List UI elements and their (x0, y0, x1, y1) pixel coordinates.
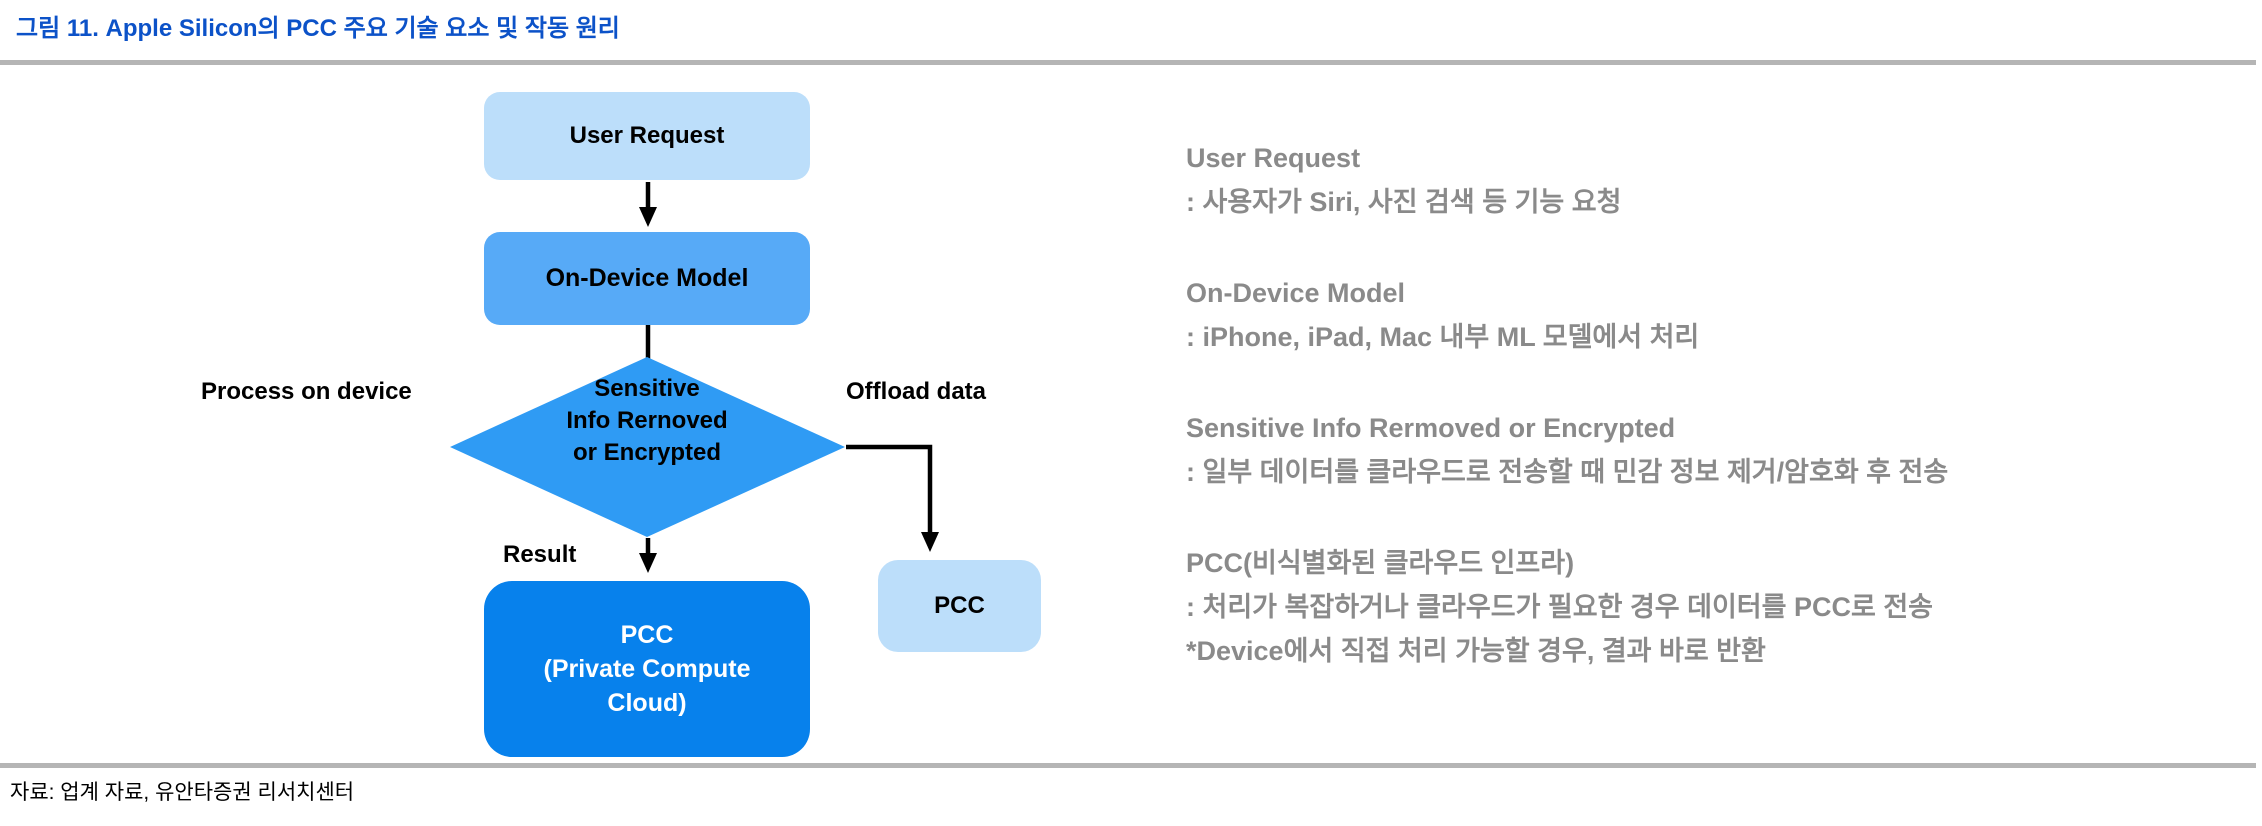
panel-block-pcc: PCC(비식별화된 클라우드 인프라) : 처리가 복잡하거나 클라우드가 필요… (1186, 541, 2226, 673)
panel-block-line: : 처리가 복잡하거나 클라우드가 필요한 경우 데이터를 PCC로 전송 (1186, 592, 1934, 622)
node-pcc-main: PCC (Private Compute Cloud) (484, 581, 810, 757)
top-divider (0, 60, 2256, 65)
panel-block-title: User Request (1186, 143, 1361, 173)
pcc-main-line-1: PCC (620, 621, 674, 649)
arrow-decision-to-pcc-small (846, 444, 939, 552)
node-on-device-model: On-Device Model (484, 232, 810, 325)
decision-line-2: Info Rernoved (566, 407, 728, 434)
panel-block-title: On-Device Model (1186, 278, 1406, 308)
node-user-request: User Request (484, 92, 810, 180)
edge-label-result: Result (503, 541, 577, 568)
panel-block-line: : 사용자가 Siri, 사진 검색 등 기능 요청 (1186, 187, 1622, 217)
panel-block-line: : iPhone, iPad, Mac 내부 ML 모델에서 처리 (1186, 322, 1700, 352)
edge-label-offload-data: Offload data (846, 378, 987, 405)
source-note: 자료: 업계 자료, 유안타증권 리서치센터 (10, 781, 355, 804)
panel-block-user-request: User Request : 사용자가 Siri, 사진 검색 등 기능 요청 (1186, 136, 2226, 224)
bottom-divider (0, 763, 2256, 768)
panel-block-title: Sensitive Info Rermoved or Encrypted (1186, 413, 1676, 443)
pcc-main-line-3: Cloud) (607, 689, 687, 717)
decision-line-3: or Encrypted (572, 439, 722, 466)
node-pcc-small: PCC (878, 560, 1041, 652)
edge-label-process-on-device: Process on device (201, 378, 412, 405)
panel-block-line: : 일부 데이터를 클라우드로 전송할 때 민감 정보 제거/암호화 후 전송 (1186, 457, 1949, 487)
explanation-panel: User Request : 사용자가 Siri, 사진 검색 등 기능 요청 … (1186, 136, 2226, 720)
decision-line-1: Sensitive (594, 375, 700, 402)
panel-block-sensitive-info: Sensitive Info Rermoved or Encrypted : 일… (1186, 406, 2226, 494)
panel-block-on-device-model: On-Device Model : iPhone, iPad, Mac 내부 M… (1186, 271, 2226, 359)
pcc-main-line-2: (Private Compute (543, 655, 751, 683)
panel-block-title: PCC(비식별화된 클라우드 인프라) (1186, 548, 1575, 578)
node-decision-label: Sensitive Info Rernoved or Encrypted (497, 373, 797, 469)
figure-title: 그림 11. Apple Silicon의 PCC 주요 기술 요소 및 작동 … (16, 15, 620, 42)
panel-block-line: *Device에서 직접 처리 가능할 경우, 결과 바로 반환 (1186, 636, 1766, 666)
